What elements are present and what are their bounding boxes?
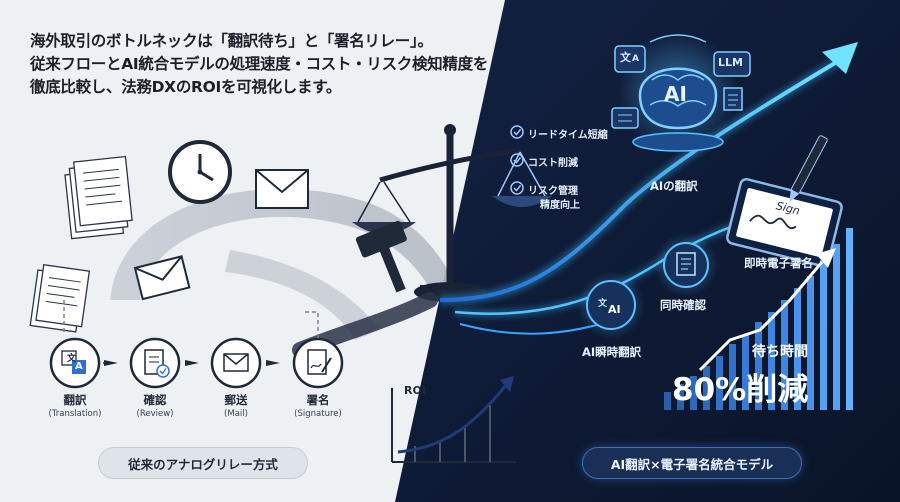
benefit-cost: コスト削減: [528, 158, 578, 169]
tablet-signature-icon: [726, 135, 843, 268]
benefit-lead-time: リードタイム短縮: [528, 130, 608, 141]
ai-translate-node-glyph: 文: [598, 299, 608, 309]
metric-value: 80%削減: [672, 372, 809, 408]
step-subtitle-signature: (Signature): [294, 409, 342, 419]
label-ai-translation: AIの翻訳: [650, 179, 698, 193]
label-instant-translation: AI瞬時翻訳: [582, 345, 642, 359]
step-translate-latin: A: [75, 361, 83, 372]
chat-bubble-icon: [611, 107, 639, 129]
legacy-step-circles: [49, 337, 344, 389]
step-subtitle-review: (Review): [136, 409, 174, 419]
label-simultaneous-check: 同時確認: [660, 298, 706, 312]
label-instant-signature: 即時電子署名: [744, 256, 813, 270]
brain-ai-text: AI: [664, 82, 687, 106]
ai-brain-node: [618, 32, 738, 152]
gavel-icon: [355, 220, 407, 293]
sync-arrow: [649, 34, 707, 43]
check-document-node-icon: [654, 233, 718, 297]
growth-bar-chart: [664, 228, 853, 410]
headline-line-1: 海外取引のボトルネックは「翻訳待ち」と「署名リレー」。: [30, 32, 433, 50]
translate-bubble-icon: [614, 45, 646, 73]
step-title-mail: 郵送: [224, 393, 248, 407]
benefit-risk: リスク管理: [528, 186, 578, 197]
translate-bubble-latin: A: [632, 54, 639, 64]
ai-translate-node-ai: AI: [608, 303, 621, 316]
roi-chart: [391, 376, 516, 463]
step-title-review: 確認: [143, 393, 167, 407]
headline-line-2: 従来フローとAI統合モデルの処理速度・コスト・リスク検知精度を: [30, 55, 488, 73]
step-title-signature: 署名: [306, 393, 330, 407]
legacy-caption: 従来のアナログリレー方式: [98, 447, 308, 479]
step-subtitle-mail: (Mail): [224, 409, 248, 419]
document-icon: [723, 87, 743, 111]
benefit-check-icons: [510, 125, 524, 195]
clock-icon: [168, 140, 232, 204]
benefit-accuracy: 精度向上: [540, 200, 580, 211]
llm-bubble-text: LLM: [718, 56, 743, 69]
headline: 海外取引のボトルネックは「翻訳待ち」と「署名リレー」。 従来フローとAI統合モデ…: [30, 30, 550, 99]
legacy-loop-arrow: [110, 188, 455, 340]
ai-caption: AI翻訳×電子署名統合モデル: [582, 447, 802, 479]
step-title-translation: 翻訳: [63, 393, 87, 407]
paper-stack-icon: [29, 264, 91, 333]
ai-translate-node-icon: [577, 271, 645, 339]
llm-bubble-icon: [713, 51, 751, 77]
step-translate-glyph: 文: [67, 354, 77, 364]
translate-bubble-glyph: 文: [620, 51, 631, 64]
dashed-return-path: [305, 311, 319, 338]
headline-line-3: 徹底比較し、法務DXのROIを可視化します。: [30, 78, 342, 96]
metric-label: 待ち時間: [752, 344, 808, 360]
envelope-icon: [255, 169, 309, 209]
envelope-icon: [133, 255, 191, 301]
growth-arrow-head: [822, 42, 858, 74]
step-arrows: [103, 360, 280, 366]
roi-label: ROI: [404, 384, 426, 397]
step-subtitle-translation: (Translation): [48, 409, 102, 419]
paper-stack-icon: [64, 155, 133, 240]
